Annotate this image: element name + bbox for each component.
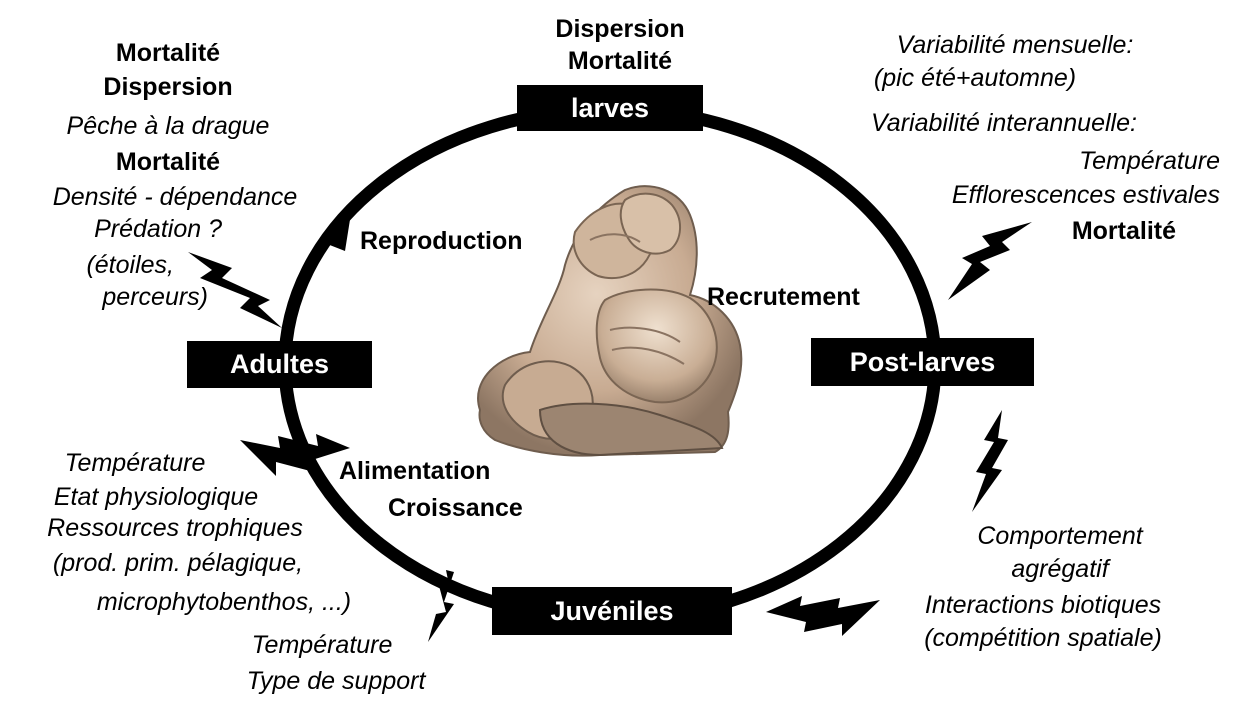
tr-pic: (pic été+automne) <box>874 63 1076 94</box>
tl-peche: Pêche à la drague <box>67 111 270 142</box>
bc-type-support: Type de support <box>247 666 426 697</box>
br-interactions: Interactions biotiques <box>925 590 1161 621</box>
lightning-bolt-icon <box>972 410 1008 512</box>
tl-dispersion: Dispersion <box>103 72 232 103</box>
tr-efflorescences: Efflorescences estivales <box>952 180 1220 211</box>
br-agregatif: agrégatif <box>1011 554 1108 585</box>
stage-adultes-label: Adultes <box>230 349 329 380</box>
lightning-bolt-icon <box>240 434 350 476</box>
bc-temperature: Température <box>252 630 393 661</box>
tl-perceurs: perceurs) <box>102 282 208 313</box>
bl-etat: Etat physiologique <box>54 482 258 513</box>
stage-larves-label: larves <box>571 93 649 124</box>
tr-var-mensuelle: Variabilité mensuelle: <box>897 30 1134 61</box>
stage-juveniles-box: Juvéniles <box>492 587 732 635</box>
tl-predation: Prédation ? <box>94 214 222 245</box>
stage-post-larves-box: Post-larves <box>811 338 1034 386</box>
br-competition: (compétition spatiale) <box>924 623 1162 654</box>
tl-etoiles: (étoiles, <box>86 250 174 281</box>
lightning-bolt-icon <box>948 222 1032 300</box>
bl-ressources: Ressources trophiques <box>47 513 303 544</box>
tr-var-interannuelle: Variabilité interannuelle: <box>871 108 1137 139</box>
lightning-bolt-icon <box>766 596 880 636</box>
tl-densite: Densité - dépendance <box>53 182 298 213</box>
bl-temperature: Température <box>65 448 206 479</box>
top-dispersion: Dispersion <box>555 14 684 45</box>
top-mortalite: Mortalité <box>568 46 672 77</box>
process-recrutement: Recrutement <box>707 282 860 313</box>
stage-larves-box: larves <box>517 85 703 131</box>
bl-prod: (prod. prim. pélagique, <box>53 548 303 579</box>
stage-adultes-box: Adultes <box>187 341 372 388</box>
tl-mortalite-2: Mortalité <box>116 147 220 178</box>
process-reproduction: Reproduction <box>360 226 523 257</box>
tr-temperature: Température <box>1079 146 1220 177</box>
tr-mortalite: Mortalité <box>1072 216 1176 247</box>
process-alimentation: Alimentation <box>339 456 490 487</box>
br-comportement: Comportement <box>977 521 1142 552</box>
tl-mortalite: Mortalité <box>116 38 220 69</box>
stage-juveniles-label: Juvéniles <box>550 596 673 627</box>
process-croissance: Croissance <box>388 493 523 524</box>
stage-post-larves-label: Post-larves <box>850 347 996 378</box>
bl-microphyto: microphytobenthos, ...) <box>97 587 351 618</box>
